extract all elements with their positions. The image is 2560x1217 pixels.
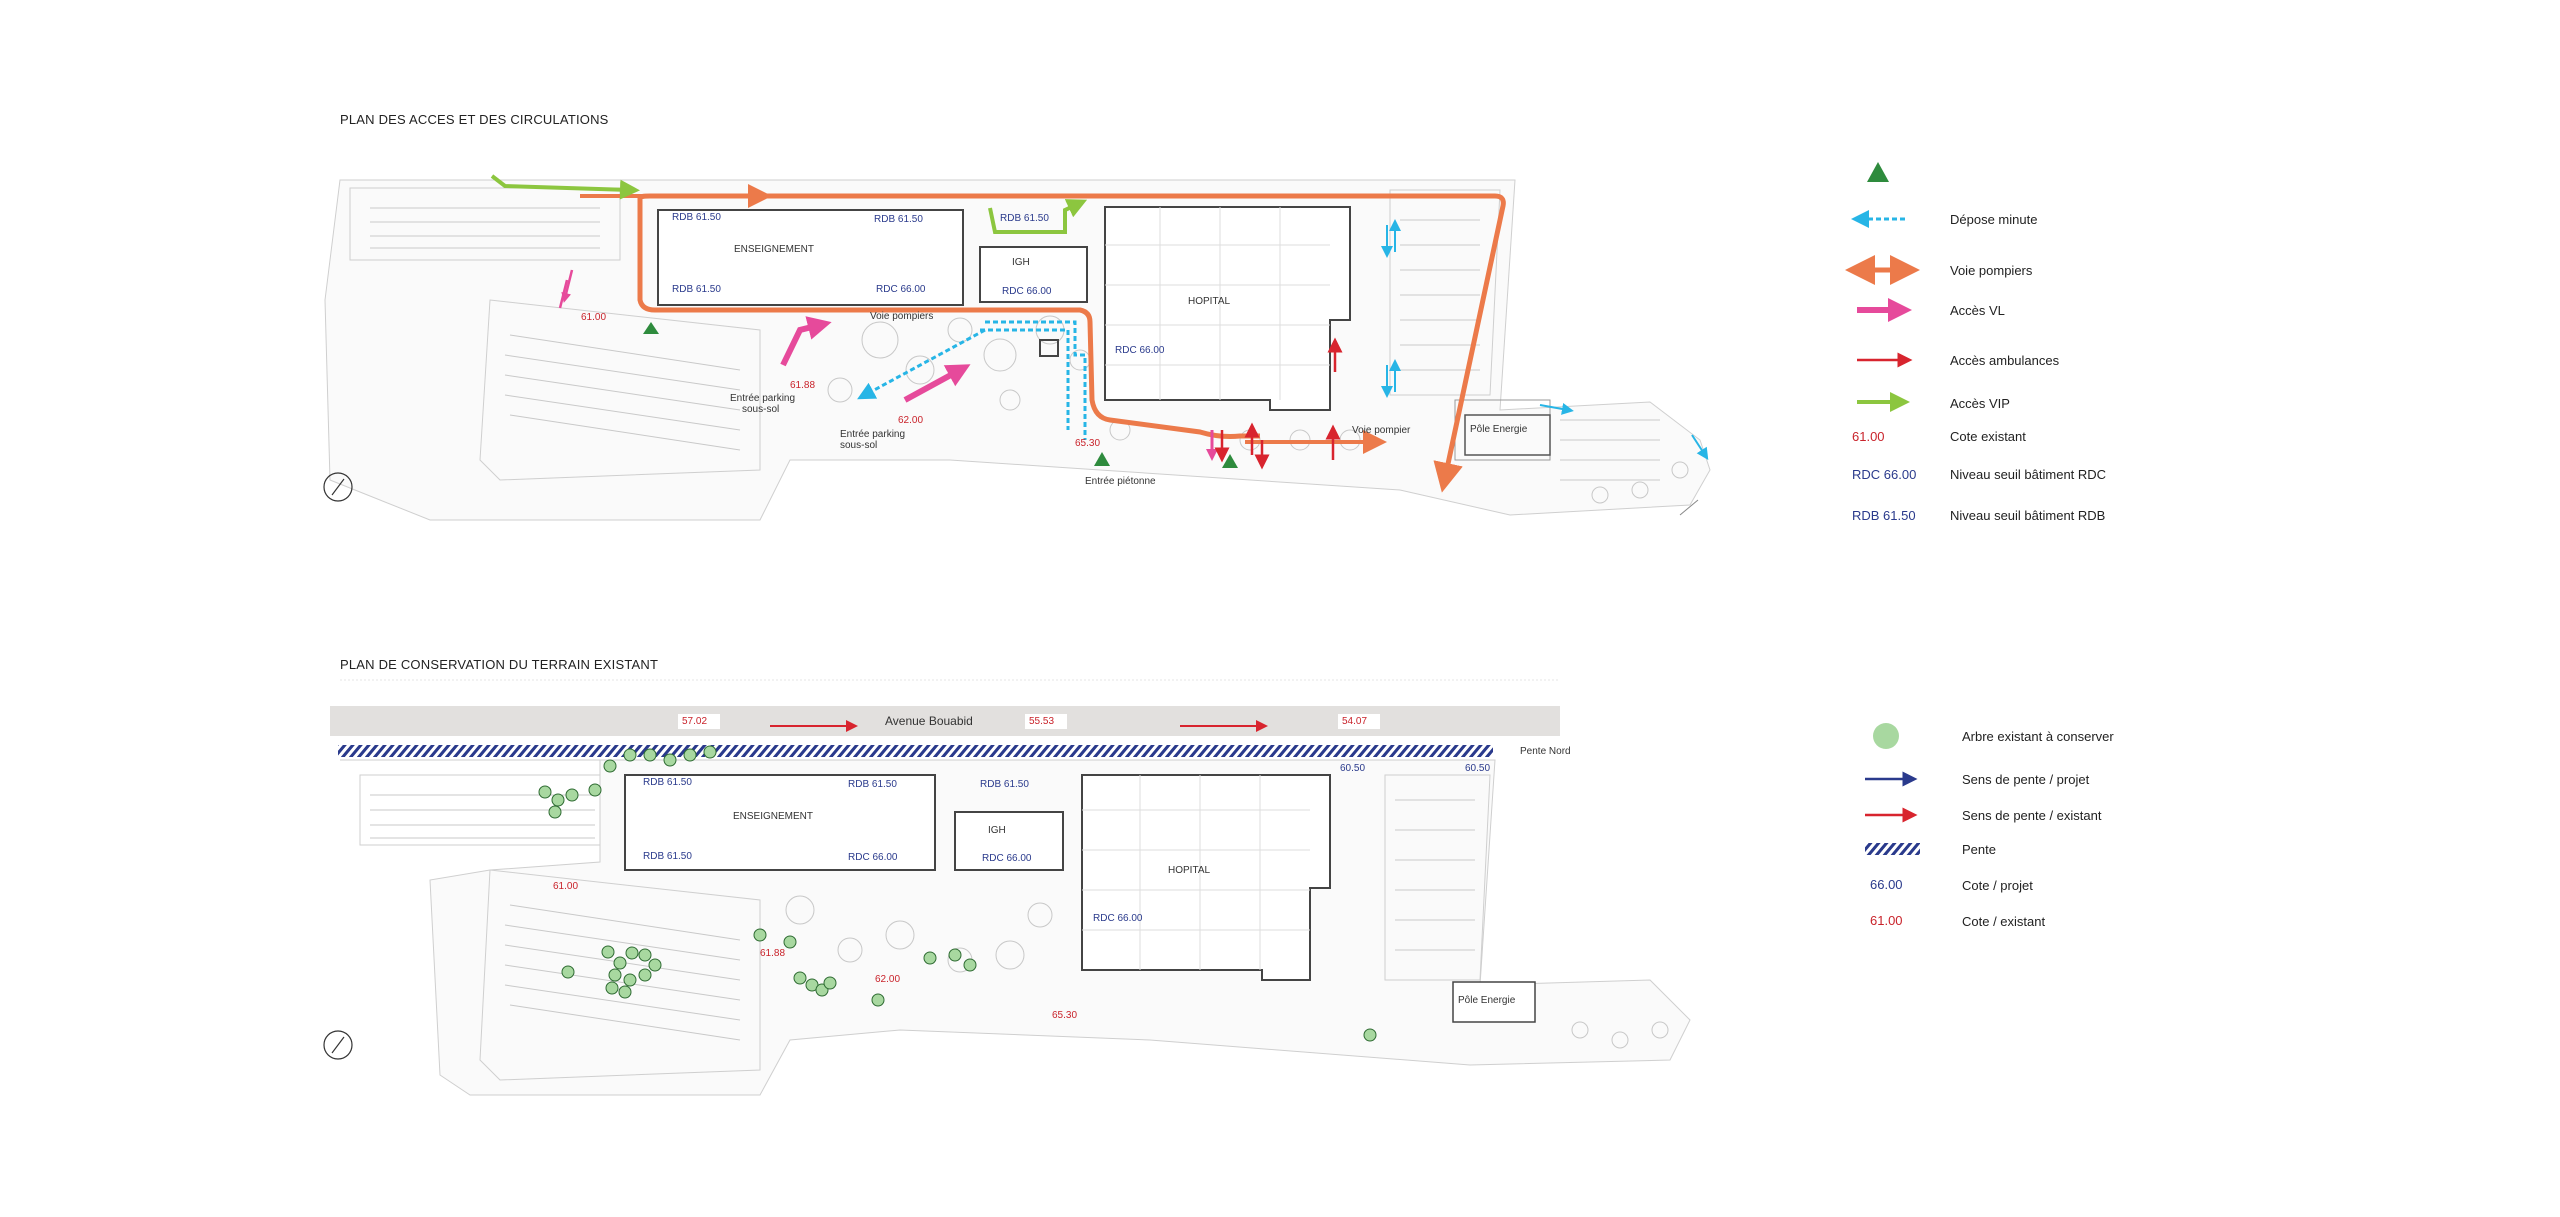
legend1-label: Cote existant xyxy=(1950,429,2026,444)
plan1-level-red: 62.00 xyxy=(898,415,924,426)
legend2-label: Sens de pente / existant xyxy=(1962,808,2102,823)
legend1-code: RDB 61.50 xyxy=(1852,508,1916,523)
plan1-acces-vl xyxy=(780,316,832,367)
plan2-road-label: Avenue Bouabid xyxy=(885,714,973,728)
plan1-title: PLAN DES ACCES ET DES CIRCULATIONS xyxy=(340,112,609,127)
plan1-label-entree-pietonne: Entrée piétonne xyxy=(1085,476,1156,487)
plan2-blue-level: 60.50 xyxy=(1340,763,1366,774)
legend1-pedestrian-entrance-icon xyxy=(1867,162,1889,182)
plan2-level: RDB 61.50 xyxy=(848,779,897,790)
plan1-label-entree-parking-2: Entrée parking sous-sol xyxy=(840,429,905,451)
legend1-label: Niveau seuil bâtiment RDB xyxy=(1950,508,2106,523)
plan1-level-red: 61.88 xyxy=(790,380,816,391)
legend1-label: Niveau seuil bâtiment RDC xyxy=(1950,467,2107,482)
plan2-road-level: 57.02 xyxy=(682,716,708,727)
plan1-sous-sol-text: sous-sol xyxy=(840,440,878,451)
plan1-label-pole-energie: Pôle Energie xyxy=(1470,424,1528,435)
plan2-level: RDC 66.00 xyxy=(982,853,1032,864)
plan2-level-red: 65.30 xyxy=(1052,1010,1078,1021)
legend2-code: 66.00 xyxy=(1870,877,1903,892)
legend2-code: 61.00 xyxy=(1870,913,1903,928)
plan2-preserved-trees xyxy=(538,745,1377,1042)
plan1-label-voie-pompier: Voie pompier xyxy=(1352,425,1411,436)
plan2-blue-level: 60.50 xyxy=(1465,763,1491,774)
plan2-level: RDB 61.50 xyxy=(980,779,1029,790)
legend2-tree-icon xyxy=(1873,723,1899,749)
plan2-level-red: 61.00 xyxy=(553,881,579,892)
plan1-entree-marker xyxy=(643,322,659,334)
plan1-level: RDC 66.00 xyxy=(1002,286,1052,297)
plan1-level: RDB 61.50 xyxy=(672,284,721,295)
plan1-parking xyxy=(370,207,1660,481)
plan2-label-igh: IGH xyxy=(988,825,1006,836)
legend1-label: Accès VIP xyxy=(1950,396,2010,411)
legend2-label: Cote / existant xyxy=(1962,914,2046,929)
legend1-label: Accès VL xyxy=(1950,303,2005,318)
plan1-label-hopital: HOPITAL xyxy=(1188,296,1231,307)
plan2-pente-nord-label: Pente Nord xyxy=(1520,746,1571,757)
plan1-level-red: 61.00 xyxy=(581,312,607,323)
plan2-level: RDC 66.00 xyxy=(1093,913,1143,924)
plan2-road-level: 54.07 xyxy=(1342,716,1368,727)
plan1-vip-route xyxy=(490,174,640,200)
plan1-level: RDB 61.50 xyxy=(1000,213,1049,224)
legend2-label: Arbre existant à conserver xyxy=(1962,729,2114,744)
legend1-code: 61.00 xyxy=(1852,429,1885,444)
legend1-label: Accès ambulances xyxy=(1950,353,2060,368)
plan2-label-hopital: HOPITAL xyxy=(1168,865,1211,876)
plan2-level-red: 61.88 xyxy=(760,948,786,959)
legend1-code: RDC 66.00 xyxy=(1852,467,1917,482)
plan1-sous-sol-text: sous-sol xyxy=(742,404,780,415)
plan1-label-igh: IGH xyxy=(1012,257,1030,268)
legend2-pente-icon xyxy=(1865,843,1920,855)
plan2-level: RDB 61.50 xyxy=(643,777,692,788)
plan1-level: RDC 66.00 xyxy=(876,284,926,295)
plan1-label-voie-pompiers: Voie pompiers xyxy=(870,311,934,322)
plan1-north-arrow-icon xyxy=(323,472,353,502)
plan1-acces-ambulances xyxy=(1214,337,1343,470)
legend2-label: Cote / projet xyxy=(1962,878,2033,893)
plan1-entree-parking-text: Entrée parking xyxy=(730,393,796,404)
plan1-entree-parking-text: Entrée parking xyxy=(840,429,906,440)
plan1-depose-minute xyxy=(985,320,1087,440)
plan2-label-enseignement: ENSEIGNEMENT xyxy=(733,811,814,822)
plan2-title: PLAN DE CONSERVATION DU TERRAIN EXISTANT xyxy=(340,657,659,672)
legend2-label: Sens de pente / projet xyxy=(1962,772,2090,787)
legend2-label: Pente xyxy=(1962,842,1996,857)
plan1-label-enseignement: ENSEIGNEMENT xyxy=(734,244,815,255)
plan1-level: RDB 61.50 xyxy=(672,212,721,223)
plan2-north-arrow-icon xyxy=(323,1030,353,1060)
plan2-level-red: 62.00 xyxy=(875,974,901,985)
plan1-label-entree-parking-1: Entrée parking sous-sol xyxy=(730,393,795,415)
plan1-level-red: 65.30 xyxy=(1075,438,1101,449)
plan2-level: RDC 66.00 xyxy=(848,852,898,863)
plan2-road-level: 55.53 xyxy=(1029,716,1055,727)
plan2-level: RDB 61.50 xyxy=(643,851,692,862)
plan2-buildings xyxy=(624,774,1536,1023)
legend1-label: Voie pompiers xyxy=(1950,263,2033,278)
legend1-label: Dépose minute xyxy=(1950,212,2038,227)
plan1-level: RDB 61.50 xyxy=(874,214,923,225)
plan1-level: RDC 66.00 xyxy=(1115,345,1165,356)
plan1-buildings xyxy=(657,206,1351,411)
plan2-label-pole-energie: Pôle Energie xyxy=(1458,995,1516,1006)
plan1-hopital-grid xyxy=(1105,207,1330,400)
plan2-pente-hatch xyxy=(338,745,1493,757)
